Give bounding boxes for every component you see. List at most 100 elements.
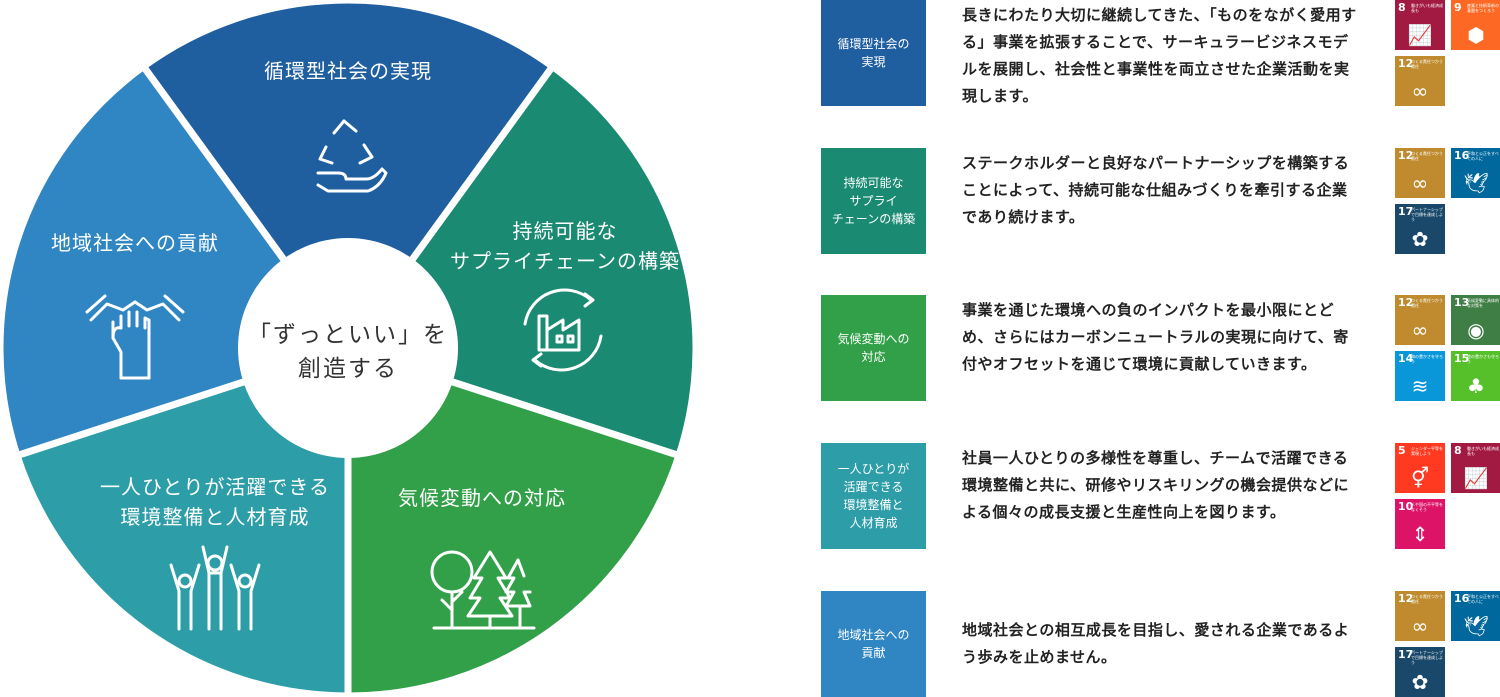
dove-icon: 🕊 [1463, 614, 1489, 638]
sdg-title: パートナーシップで目標を達成しよう [1411, 650, 1443, 665]
sdg-number: 9 [1454, 1, 1462, 14]
equality-icon: ⇕ [1411, 522, 1429, 546]
sdg-number: 16 [1454, 592, 1470, 605]
sdg-number: 12 [1398, 57, 1414, 70]
sdg-number: 16 [1454, 149, 1470, 162]
row-tag: 一人ひとりが 活躍できる 環境整備と 人材育成 [821, 443, 926, 549]
sdg-goal-9: 9 産業と技術革新の基盤をつくろう ⬢ [1451, 0, 1500, 50]
sdg-number: 13 [1454, 296, 1470, 309]
strategy-row-climate: 気候変動への 対応 事業を通じた環境への負のインパクトを最小限にとどめ、さらには… [821, 295, 1500, 401]
sdg-number: 14 [1398, 352, 1414, 365]
strategy-row-community: 地域社会への 貢献 地域社会との相互成長を目指し、愛される企業であるよう歩みを止… [821, 591, 1500, 697]
sdg-goal-8: 8 働きがいも経済成長も 📈 [1395, 0, 1445, 50]
sdg-number: 15 [1454, 352, 1470, 365]
strategy-row-people: 一人ひとりが 活躍できる 環境整備と 人材育成 社員一人ひとりの多様性を尊重し、… [821, 443, 1500, 549]
sdg-number: 5 [1398, 444, 1406, 457]
sdg-number: 10 [1398, 500, 1414, 513]
sdg-number: 12 [1398, 149, 1414, 162]
sdg-title: 陸の豊かさも守ろう [1467, 354, 1499, 364]
sdg-title: 産業と技術革新の基盤をつくろう [1467, 3, 1499, 13]
infinity-icon: ∞ [1411, 614, 1429, 638]
wheel-center-line-2: 創造する [298, 356, 398, 382]
wheel-segment-1 [138, 0, 558, 354]
row-description: 社員一人ひとりの多様性を尊重し、チームで活躍できる環境整備と共に、研修やリスキリ… [962, 449, 1350, 521]
sdg-title: 気候変動に具体的な対策を [1467, 298, 1499, 308]
sdg-number: 12 [1398, 592, 1414, 605]
wheel-segment-label: 循環型社会の実現 [264, 59, 432, 83]
sdg-title: 働きがいも経済成長も [1411, 3, 1443, 13]
sdg-number: 8 [1454, 444, 1462, 457]
infinity-icon: ∞ [1411, 171, 1429, 195]
sdg-title: つくる責任つかう責任 [1411, 59, 1443, 69]
trees-icon [430, 550, 536, 630]
row-tag: 地域社会への 貢献 [821, 591, 926, 697]
row-description: ステークホルダーと良好なパートナーシップを構築することによって、持続可能な仕組み… [962, 154, 1350, 226]
sdg-goal-5: 5 ジェンダー平等を実現しよう ⚥ [1395, 443, 1445, 493]
growth-chart-icon: 📈 [1407, 23, 1433, 47]
sdg-title: 人や国の不平等をなくそう [1411, 502, 1443, 512]
row-description: 長きにわたり大切に継続してきた、「ものをながく愛用する」事業を拡張することで、サ… [962, 6, 1357, 105]
gender-icon: ⚥ [1410, 466, 1430, 490]
recycle-hand-icon [316, 119, 388, 193]
sdg-title: つくる責任つかう責任 [1411, 594, 1443, 604]
row-tag: 循環型社会の 実現 [821, 0, 926, 106]
row-description: 地域社会との相互成長を目指し、愛される企業であるよう歩みを止めません。 [962, 621, 1350, 666]
wheel-segment-label: 気候変動への対応 [398, 486, 566, 510]
wheel-segment-label: サプライチェーンの構築 [450, 249, 680, 273]
sdg-title: ジェンダー平等を実現しよう [1411, 446, 1443, 456]
joined-hands-icon [85, 294, 185, 380]
dove-icon: 🕊 [1463, 171, 1489, 195]
strategy-row-circular: 循環型社会の 実現 長きにわたり大切に継続してきた、「ものをながく愛用する」事業… [821, 0, 1500, 106]
infinity-icon: ∞ [1411, 79, 1429, 103]
people-cheering-icon [169, 545, 261, 631]
sdg-title: 平和と公正をすべての人に [1467, 594, 1499, 604]
strategy-row-supply-chain: 持続可能な サプライ チェーンの構築 ステークホルダーと良好なパートナーシップを… [821, 148, 1500, 254]
infinity-icon: ∞ [1411, 318, 1429, 342]
sdg-number: 8 [1398, 1, 1406, 14]
sdg-title: 海の豊かさを守ろう [1411, 354, 1443, 364]
growth-chart-icon: 📈 [1463, 466, 1489, 490]
factory-cycle-icon [523, 288, 603, 372]
wheel-segment-label: 一人ひとりが活躍できる [100, 475, 330, 499]
sdg-goal-8: 8 働きがいも経済成長も 📈 [1451, 443, 1500, 493]
sdg-title: パートナーシップで目標を達成しよう [1411, 207, 1443, 222]
sdg-title: つくる責任つかう責任 [1411, 298, 1443, 308]
wheel-segment-3 [344, 343, 684, 697]
cubes-icon: ⬢ [1467, 23, 1485, 47]
wheel-center-line-1: 「ずっといい」を [248, 322, 448, 348]
row-description: 事業を通じた環境への負のインパクトを最小限にとどめ、さらにはカーボンニュートラル… [962, 301, 1349, 373]
wheel-center-circle [238, 238, 458, 458]
sdg-number: 17 [1398, 205, 1414, 218]
sdg-title: 平和と公正をすべての人に [1467, 151, 1499, 161]
sdg-title: 働きがいも経済成長も [1467, 446, 1499, 456]
sdg-title: つくる責任つかう責任 [1411, 151, 1443, 161]
eye-icon: ◉ [1467, 318, 1485, 342]
flower-icon: ✿ [1411, 670, 1429, 694]
sdg-number: 12 [1398, 296, 1414, 309]
row-tag: 持続可能な サプライ チェーンの構築 [821, 148, 926, 254]
wheel-segment-label: 地域社会への貢献 [51, 231, 219, 255]
wheel-segment-icons [85, 119, 603, 631]
wheel-segment-label: 持続可能な [513, 219, 618, 243]
wheel-segment-label: 環境整備と人材育成 [121, 505, 310, 529]
fish-icon: ≋ [1411, 374, 1429, 398]
wheel-segment-4 [12, 343, 352, 697]
tree-bird-icon: ♣ [1467, 374, 1485, 398]
